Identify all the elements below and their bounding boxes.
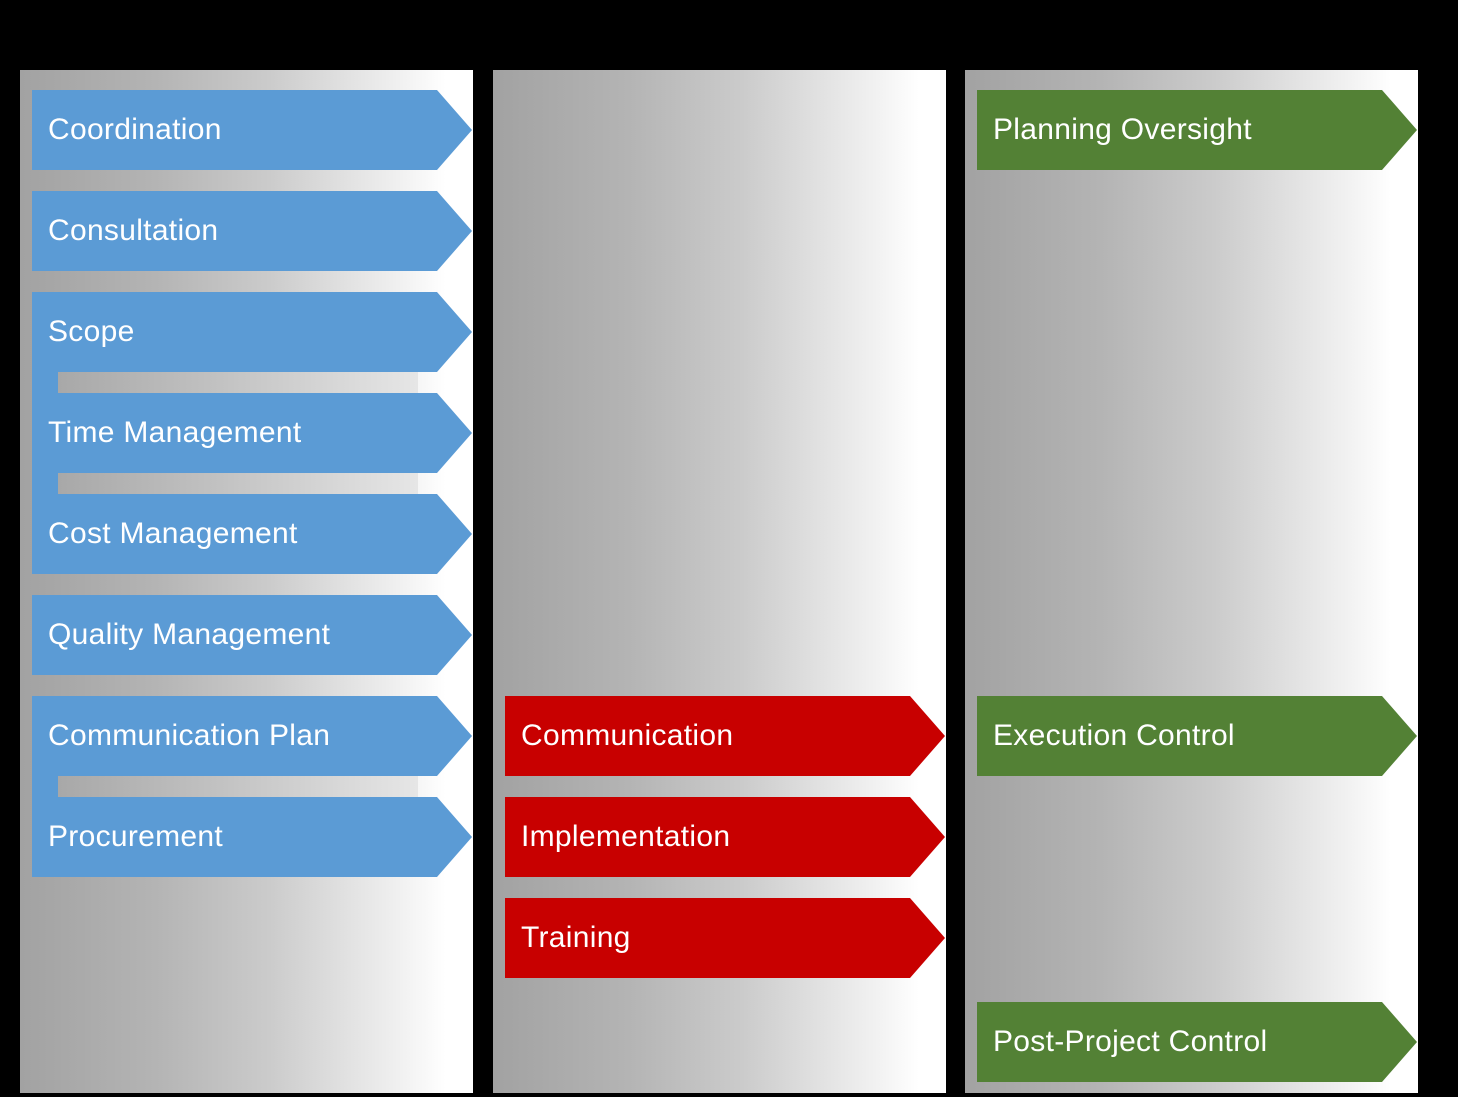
arrow-time-management: Time Management bbox=[32, 393, 472, 473]
arrow-procurement-label: Procurement bbox=[48, 820, 224, 853]
arrow-execution-control: Execution Control bbox=[977, 696, 1417, 776]
panel-middle-column: Communication Implementation Training bbox=[493, 70, 946, 1093]
arrow-procurement: Procurement bbox=[32, 797, 472, 877]
arrow-consultation-label: Consultation bbox=[48, 214, 219, 247]
arrow-implementation-label: Implementation bbox=[521, 820, 731, 853]
panel-right-column: Planning Oversight Execution Control Pos… bbox=[965, 70, 1418, 1093]
arrow-training-label: Training bbox=[521, 921, 631, 954]
arrow-quality-management: Quality Management bbox=[32, 595, 472, 675]
sub-item-connector bbox=[32, 776, 460, 797]
arrow-planning-oversight: Planning Oversight bbox=[977, 90, 1417, 170]
arrow-communication-label: Communication bbox=[521, 719, 734, 752]
arrow-post-project-control: Post-Project Control bbox=[977, 1002, 1417, 1082]
arrow-coordination-label: Coordination bbox=[48, 113, 222, 146]
arrow-execution-control-label: Execution Control bbox=[993, 719, 1235, 752]
connector-bar bbox=[58, 372, 418, 393]
panel-left-column: Coordination Consultation Scope Time Man… bbox=[20, 70, 473, 1093]
arrow-quality-management-label: Quality Management bbox=[48, 618, 331, 651]
arrow-scope-label: Scope bbox=[48, 315, 135, 348]
arrow-time-management-label: Time Management bbox=[48, 416, 302, 449]
arrow-coordination: Coordination bbox=[32, 90, 472, 170]
arrow-communication-plan: Communication Plan bbox=[32, 696, 472, 776]
arrow-cost-management: Cost Management bbox=[32, 494, 472, 574]
connector-spine bbox=[32, 372, 58, 393]
arrow-training: Training bbox=[505, 898, 945, 978]
connector-bar bbox=[58, 473, 418, 494]
arrow-implementation: Implementation bbox=[505, 797, 945, 877]
arrow-consultation: Consultation bbox=[32, 191, 472, 271]
arrow-scope: Scope bbox=[32, 292, 472, 372]
sub-item-connector bbox=[32, 473, 460, 494]
connector-spine bbox=[32, 473, 58, 494]
sub-item-connector bbox=[32, 372, 460, 393]
arrow-communication-plan-label: Communication Plan bbox=[48, 719, 331, 752]
arrow-planning-oversight-label: Planning Oversight bbox=[993, 113, 1252, 146]
connector-spine bbox=[32, 776, 58, 797]
arrow-cost-management-label: Cost Management bbox=[48, 517, 298, 550]
arrow-communication: Communication bbox=[505, 696, 945, 776]
arrow-post-project-control-label: Post-Project Control bbox=[993, 1025, 1268, 1058]
connector-bar bbox=[58, 776, 418, 797]
